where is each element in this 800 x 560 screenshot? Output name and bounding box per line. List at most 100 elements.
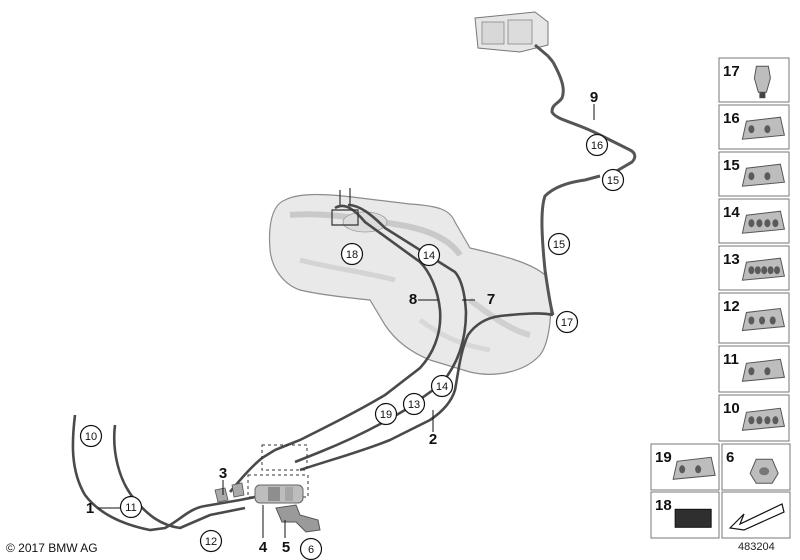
part-label-p9: 9 [590,89,598,106]
label-circle [555,310,579,334]
part-number: 11 [125,502,136,514]
part-label-p13: 13 [402,392,426,416]
part-number: 12 [205,536,217,548]
part-number: 13 [408,399,420,411]
part-label-p11: 11 [119,495,143,519]
part-label-p4: 4 [259,539,268,556]
part-label-p3: 3 [219,465,227,482]
part-number: 10 [85,431,97,443]
part-number: 15 [553,239,565,251]
panel-part-number: 14 [723,204,740,221]
panel-cell-15: 15 [718,151,790,197]
label-circle [340,242,364,266]
part-label-p2: 2 [429,431,437,448]
label-circle [601,168,625,192]
part-label-p5: 5 [282,539,290,556]
part-label-p14b: 14 [430,374,454,398]
twin-clip-icon [672,456,716,480]
part-label-p19: 19 [374,402,398,426]
push-clip-icon [753,65,771,99]
leader-lines [98,104,595,538]
panel-cell-17: 17 [718,57,790,103]
panel-part-number: 16 [723,110,740,127]
label-circle [79,424,103,448]
vent-line [540,61,637,316]
panel-part-number: 18 [655,497,672,514]
stacked-clip-icon [741,307,786,332]
part-label-p10: 10 [79,424,103,448]
panel-cell-frame [721,491,791,539]
bracket-clip-icon [741,116,786,140]
part-label-p12: 12 [199,529,223,553]
label-circle [374,402,398,426]
part-number: 5 [282,539,290,556]
part-label-p8: 8 [409,291,417,308]
panel-part-number: 13 [723,251,740,268]
part-number: 17 [561,317,573,329]
panel-part-number: 15 [723,157,740,174]
part-number: 4 [259,539,268,556]
panel-part-number: 17 [723,63,740,80]
tank-connector [331,188,359,226]
nut-icon [749,458,779,484]
part-label-p15a: 15 [601,168,625,192]
part-label-p14a: 14 [417,243,441,267]
panel-part-number: 10 [723,400,740,417]
connector-callouts [247,444,309,498]
panel-part-number: 6 [726,449,734,466]
multi-clip-icon [741,407,786,431]
part-label-p18: 18 [340,242,364,266]
panel-part-number: 12 [723,298,740,315]
panel-part-number: 19 [655,449,672,466]
panel-cell-19: 19 [650,443,720,491]
fuel-tank [268,193,552,375]
feed-lines-tank [274,203,554,472]
part-number: 16 [591,140,603,152]
part-label-p16: 16 [585,133,609,157]
part-number: 7 [487,291,495,308]
part-number: 2 [429,431,437,448]
part-label-p6: 6 [299,537,323,560]
quad-clip-icon [741,210,786,234]
label-circle [417,243,441,267]
panel-part-number: 11 [723,351,739,368]
part-number: 14 [423,250,435,262]
label-circle [119,495,143,519]
panel-cell-16: 16 [718,104,790,150]
label-circle [430,374,454,398]
copyright-text: © 2017 BMW AG [6,541,98,555]
connector-part [214,482,245,503]
carbon-canister [474,11,555,63]
panel-cell-11: 11 [718,345,790,393]
part-label-p15b: 15 [547,232,571,256]
double-clip-icon [741,163,786,187]
part-number: 18 [346,249,358,261]
panel-cell-10: 10 [718,394,790,442]
filter-bracket [275,504,321,533]
part-number: 15 [607,175,619,187]
part-label-p1: 1 [86,500,94,517]
fuel-filter [254,484,304,504]
lower-lines [71,414,276,532]
panel-cell-6: 6 [721,443,791,491]
part-label-p17: 17 [555,310,579,334]
label-circle [402,392,426,416]
part-label-p7: 7 [487,291,495,308]
label-circle [547,232,571,256]
panel-cell-arrow [721,491,791,539]
panel-cell-18: 18 [650,491,720,539]
round-clip-icon [741,358,786,382]
part-number: 9 [590,89,598,106]
part-number: 1 [86,500,94,517]
label-circle [585,133,609,157]
panel-cell-13: 13 [718,245,790,291]
part-number: 8 [409,291,417,308]
panel-cell-14: 14 [718,198,790,244]
arrow-icon [728,503,785,531]
label-circle [199,529,223,553]
foam-pad-icon [674,508,712,528]
part-number: 3 [219,465,227,482]
part-number: 6 [308,544,314,556]
